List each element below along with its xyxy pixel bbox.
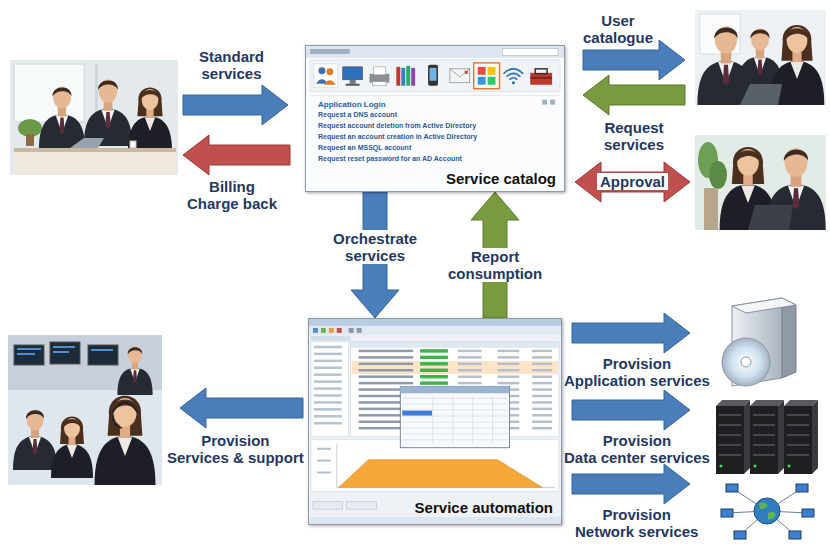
server-icon xyxy=(716,400,818,474)
arrow-label: Provision Services & support xyxy=(167,432,304,466)
network-icon xyxy=(721,484,814,539)
automation-screenshot xyxy=(309,319,561,524)
node-title: Service catalog xyxy=(446,170,556,188)
edge-label: Report consumption xyxy=(445,248,545,282)
approver-photo xyxy=(695,135,826,230)
meeting-photo xyxy=(10,60,178,175)
node-title: Service automation xyxy=(415,499,553,517)
arrow-label: Provision Data center services xyxy=(564,432,710,466)
support-photo xyxy=(8,335,162,485)
team-photo xyxy=(695,10,826,105)
catalog-screenshot xyxy=(306,46,564,191)
catalog-item: Request reset password for an AD Account xyxy=(318,155,462,163)
catalog-window: Service catalogApplication LoginRequest … xyxy=(305,45,565,192)
catalog-item: Request an MSSQL account xyxy=(318,144,411,152)
arrow-label: Standard services xyxy=(199,48,264,82)
catalog-item: Request an account creation in Active Di… xyxy=(318,133,477,141)
catalog-item: Request account deletion from Active Dir… xyxy=(318,122,476,130)
edge-label: Orchestrate services xyxy=(330,230,420,264)
automation-window: Service automation xyxy=(308,318,562,525)
catalog-item: Application Login xyxy=(318,100,386,110)
software-box-icon xyxy=(722,298,796,386)
arrow-label: Approval xyxy=(597,173,668,190)
arrow-label: Request services xyxy=(604,119,664,153)
catalog-item: Request a DNS account xyxy=(318,111,397,119)
arrow-label: User catalogue xyxy=(583,12,653,46)
arrow-label: Provision Network services xyxy=(575,506,698,540)
arrow-label: Billing Charge back xyxy=(187,178,277,212)
arrow-label: Provision Application services xyxy=(564,355,710,389)
